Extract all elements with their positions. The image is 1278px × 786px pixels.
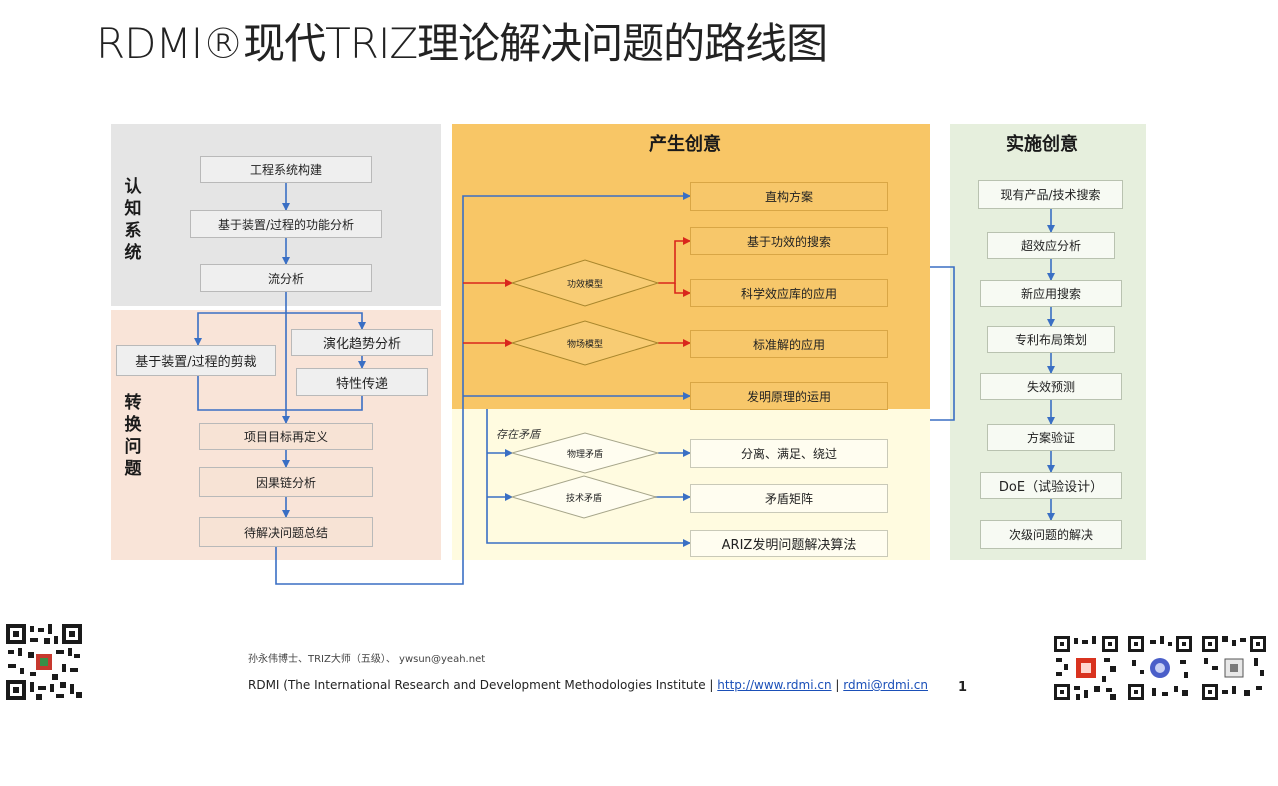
- page-number: 1: [958, 680, 968, 695]
- website-link[interactable]: http://www.rdmi.cn: [717, 678, 832, 692]
- generate-ideas-title: 产生创意: [649, 134, 721, 155]
- implement-step-5: 失效预测: [980, 373, 1122, 400]
- implement-step-3: 新应用搜索: [980, 280, 1122, 307]
- evolution-trend-box: 演化趋势分析: [291, 329, 433, 356]
- direct-solution-box: 直构方案: [690, 182, 888, 211]
- feature-transfer-box: 特性传递: [296, 368, 428, 396]
- redefine-goal-box: 项目目标再定义: [199, 423, 373, 450]
- implement-ideas-title: 实施创意: [1006, 134, 1078, 155]
- function-analysis-box: 基于装置/过程的功能分析: [190, 210, 382, 238]
- implement-step-4: 专利布局策划: [987, 326, 1115, 353]
- technical-contradiction-label: 技术矛盾: [565, 494, 602, 504]
- trimming-box: 基于装置/过程的剪裁: [116, 345, 276, 376]
- qr-code-left-icon: [6, 624, 82, 700]
- qr-code-right-1-icon: [1054, 636, 1118, 700]
- recognize-system-label: 认知系统: [124, 177, 142, 263]
- implement-step-8: 次级问题的解决: [980, 520, 1122, 549]
- ariz-box: ARIZ发明问题解决算法: [690, 530, 888, 557]
- author-credit: 孙永伟博士、TRIZ大师（五级）、 ywsun@yeah.net: [248, 654, 486, 665]
- physical-contradiction-diamond: [510, 432, 660, 474]
- link-separator: |: [831, 678, 844, 692]
- organization-name: RDMI (The International Research and Dev…: [248, 678, 718, 692]
- function-search-box: 基于功效的搜索: [690, 227, 888, 255]
- substance-field-diamond: [510, 320, 660, 366]
- inventive-principles-box: 发明原理的运用: [690, 382, 888, 410]
- implement-step-7: DoE（试验设计）: [980, 472, 1122, 499]
- function-model-label: 功效模型: [566, 280, 603, 290]
- function-model-diamond: [510, 259, 660, 307]
- technical-contradiction-diamond: [510, 475, 658, 519]
- standard-solution-box: 标准解的应用: [690, 330, 888, 358]
- qr-code-right-2-icon: [1128, 636, 1192, 700]
- page-title: RDMI®现代TRIZ理论解决问题的路线图: [96, 19, 828, 68]
- substance-field-label: 物场模型: [566, 340, 603, 350]
- qr-code-right-3-icon: [1202, 636, 1266, 700]
- physical-contradiction-label: 物理矛盾: [566, 450, 603, 460]
- separation-box: 分离、满足、绕过: [690, 439, 888, 468]
- transform-problem-label: 转换问题: [124, 393, 142, 479]
- implement-step-1: 现有产品/技术搜索: [978, 180, 1123, 209]
- effects-db-box: 科学效应库的应用: [690, 279, 888, 307]
- implement-step-6: 方案验证: [987, 424, 1115, 451]
- contradiction-exists-label: 存在矛盾: [496, 428, 540, 441]
- engineering-system-box: 工程系统构建: [200, 156, 372, 183]
- implement-step-2: 超效应分析: [987, 232, 1115, 259]
- problem-summary-box: 待解决问题总结: [199, 517, 373, 547]
- panel-generate-ideas: [452, 124, 930, 409]
- contradiction-matrix-box: 矛盾矩阵: [690, 484, 888, 513]
- organization-line: RDMI (The International Research and Dev…: [248, 678, 928, 692]
- causal-chain-box: 因果链分析: [199, 467, 373, 497]
- flow-analysis-box: 流分析: [200, 264, 372, 292]
- email-link[interactable]: rdmi@rdmi.cn: [843, 678, 929, 692]
